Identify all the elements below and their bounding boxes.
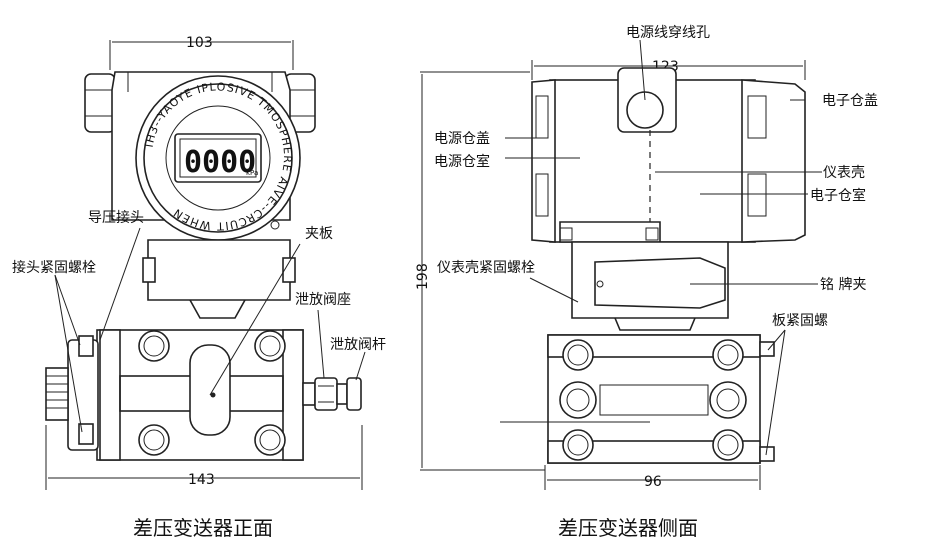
label-electronic-chamber: 电子仓室 (810, 187, 866, 204)
left-gland (84, 73, 116, 133)
front-view: 103 IH3--YAOYE IPLOSIVE TMOSPHERE AIVE--… (12, 35, 386, 540)
nameplate-clip (594, 257, 726, 309)
lcd-digits: 0000 (184, 145, 256, 180)
label-electronic-cover: 电子仓盖 (822, 93, 878, 109)
label-vent-rod: 泄放阀杆 (330, 337, 386, 353)
side-flange-bolts (559, 339, 747, 461)
side-view: 123 198 (415, 25, 878, 540)
front-dim-bottom: 143 (45, 425, 363, 490)
power-cover (531, 79, 556, 243)
front-center-plate (189, 344, 231, 436)
wire-hole-boss (617, 67, 677, 133)
lcd-display (174, 133, 262, 183)
side-dim-left: 198 (415, 71, 545, 471)
pressure-joint (45, 335, 99, 451)
flange-bolts (138, 330, 286, 456)
front-dim-top: 103 (109, 35, 294, 70)
label-joint-bolt: 接头紧固螺栓 (12, 259, 96, 276)
vent-valve (302, 377, 362, 411)
side-dim-bottom: 96 (544, 465, 761, 490)
side-caption: 差压变送器侧面 (558, 516, 698, 540)
front-dim-bottom-value: 143 (188, 472, 215, 488)
electronic-cover (741, 79, 806, 243)
front-dim-top-value: 103 (186, 35, 213, 51)
lcd-unit: kPa (246, 169, 258, 177)
label-nameplate-clip: 铭 牌夹 (820, 276, 866, 293)
label-clamp-plate: 夹板 (305, 226, 333, 242)
label-power-cover: 电源仓盖 (434, 131, 490, 147)
side-dim-bottom-value: 96 (644, 474, 662, 490)
label-plate-bolt: 板紧固螺 (772, 313, 828, 329)
label-housing: 仪表壳 (823, 164, 865, 181)
label-pressure-joint: 导压接头 (88, 209, 144, 226)
front-neck (147, 239, 291, 301)
label-power-chamber: 电源仓室 (434, 153, 490, 170)
front-caption: 差压变送器正面 (133, 516, 273, 540)
plate-bolt-top (759, 341, 775, 357)
side-dim-left-value: 198 (415, 263, 431, 290)
label-vent-seat: 泄放阀座 (295, 292, 351, 308)
label-housing-bolt: 仪表壳紧固螺栓 (437, 259, 535, 276)
label-wire-hole: 电源线穿线孔 (626, 25, 710, 41)
